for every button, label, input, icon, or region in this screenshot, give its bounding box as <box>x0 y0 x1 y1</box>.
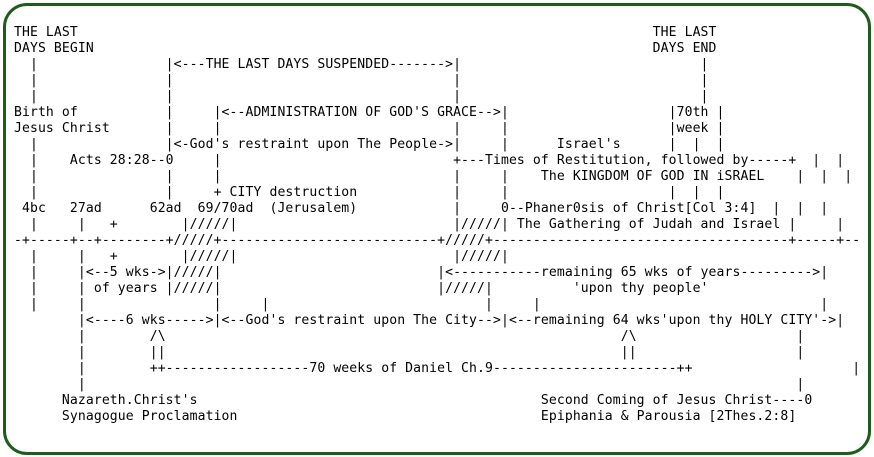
diagram-line: | /\ /\ | <box>14 329 805 344</box>
diagram-line: | |<---THE LAST DAYS SUSPENDED------->| … <box>14 57 709 72</box>
diagram-line: Nazareth.Christ's Second Coming of Jesus… <box>14 393 813 408</box>
diagram-line: DAYS BEGIN DAYS END <box>14 41 717 56</box>
diagram-line: | | + |/////| |/////| The Gathering of J… <box>14 217 845 232</box>
diagram-line: THE LAST THE LAST <box>14 25 717 40</box>
diagram-line: | |<--5 wks->|/////| |<-----------remain… <box>14 265 829 280</box>
diagram-line: | | of years |/////| |/////| 'upon thy p… <box>14 281 709 296</box>
diagram-line: 4bc 27ad 62ad 69/70ad (Jerusalem) | 0--P… <box>14 201 829 216</box>
diagram-line: |<----6 wks----->|<--God's restraint upo… <box>14 313 845 328</box>
diagram-line: | || || | <box>14 345 805 360</box>
diagram-line: -+-----+--+--------+/////+--------------… <box>14 233 861 248</box>
diagram-line: | | + CITY destruction | | | | | <box>14 185 725 200</box>
diagram-line: Jesus Christ | | | | |week | <box>14 121 725 136</box>
diagram-line: | | | | <box>14 89 709 104</box>
diagram-line: | | | | <box>14 73 709 88</box>
diagram-line: | | + |/////| |/////| <box>14 249 509 264</box>
diagram-line: Birth of | |<--ADMINISTRATION OF GOD'S G… <box>14 105 725 120</box>
diagram-line: | ++------------------70 weeks of Daniel… <box>14 361 861 376</box>
diagram-line: Synagogue Proclamation Epiphania & Parou… <box>14 409 797 424</box>
diagram-line: | |<-God's restraint upon The People->| … <box>14 137 725 152</box>
diagram-frame <box>3 3 871 455</box>
diagram-line: | | | | | The KINGDOM OF GOD IN iSRAEL |… <box>14 169 853 184</box>
diagram-line: | | | | | | | <box>14 297 829 312</box>
diagram-line: | | <box>14 377 805 392</box>
diagram-line: | Acts 28:28--0 | +---Times of Restituti… <box>14 153 845 168</box>
